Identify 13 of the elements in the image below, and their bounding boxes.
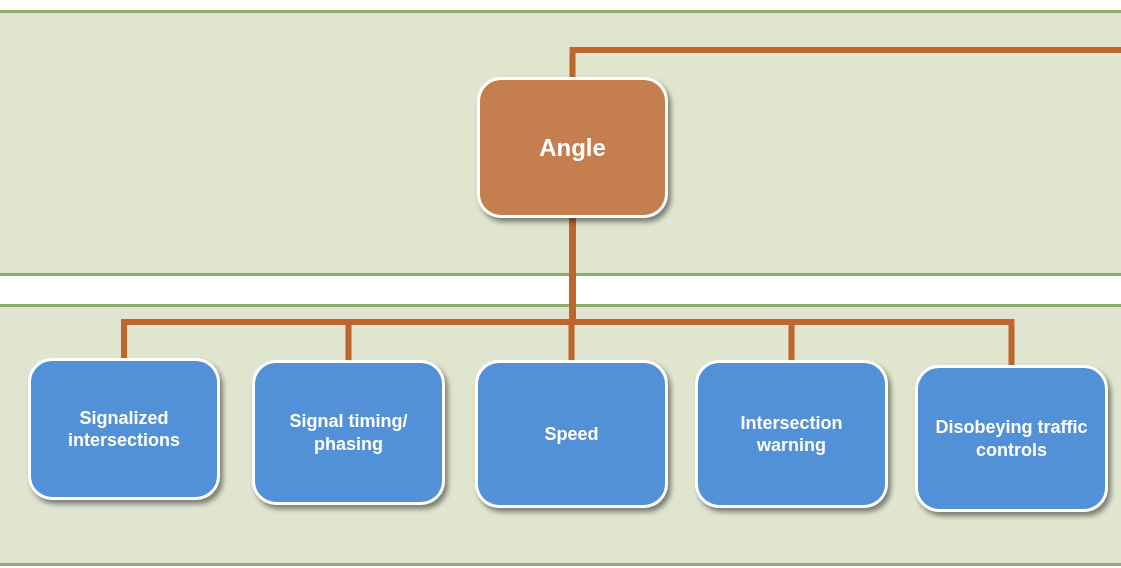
factor-label: Signal timing/ phasing: [288, 410, 409, 455]
category-label: Angle: [539, 132, 606, 163]
factor-label: Signalized intersections: [66, 406, 181, 452]
factor-box: [28, 358, 220, 500]
factor-box: [475, 360, 668, 508]
factor-label: Intersection warning: [739, 411, 844, 457]
factor-label: Disobeying traffic controls: [934, 416, 1089, 461]
factor-box: [695, 360, 888, 508]
factor-box: [915, 365, 1108, 512]
connector-line: [569, 47, 1121, 77]
factor-box: [252, 360, 445, 505]
category-box: [477, 77, 668, 218]
factor-label: Speed: [544, 422, 599, 446]
